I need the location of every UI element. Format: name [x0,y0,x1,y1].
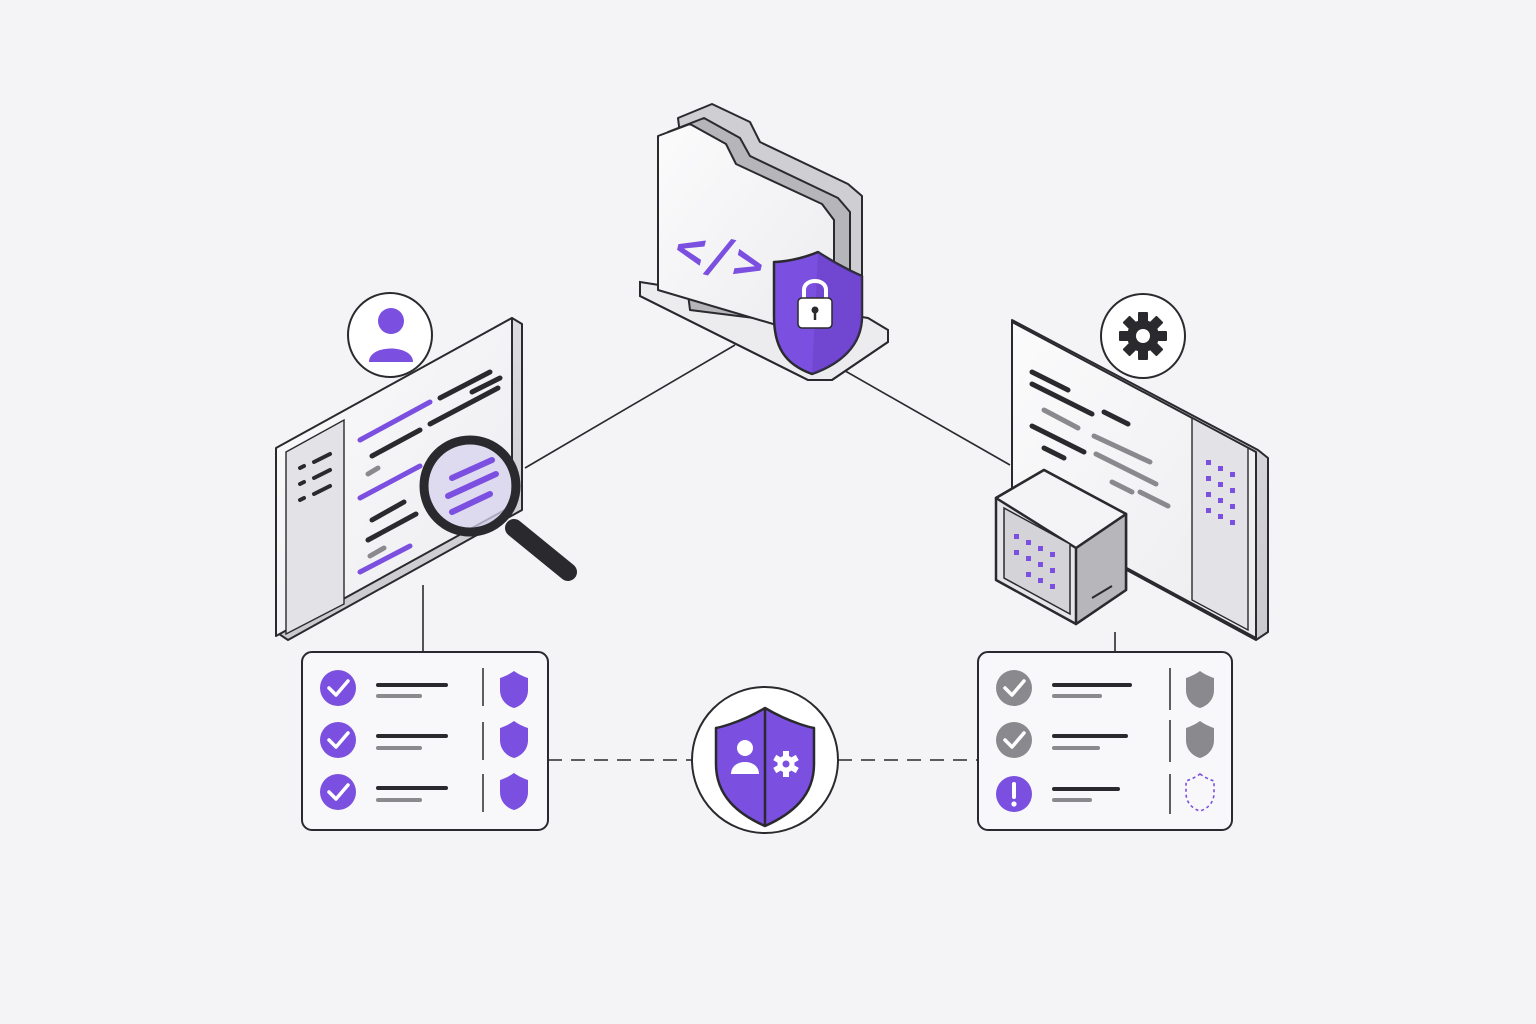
right-checklist-row [996,670,1214,708]
right-checklist-row [996,773,1215,812]
check-icon [320,670,356,706]
server-cube-icon [994,468,1128,626]
connector-top-left [524,344,736,469]
left-checklist-panel [301,651,549,831]
check-icon [320,774,356,810]
right-checklist-panel [977,651,1233,831]
gear-icon [1100,293,1186,379]
shield-filled-icon [500,721,528,758]
left-checklist-row [320,773,528,810]
connector-top-right [839,367,1011,466]
user-icon [347,292,433,378]
config-lines [1029,369,1171,509]
magnifier-icon [419,435,577,581]
user-gear-shield-icon [691,686,839,834]
lock-shield-icon [772,250,864,376]
shield-gray-icon [1186,671,1214,708]
code-review-node [275,292,577,641]
grid-dots-panel [1206,460,1235,525]
shield-dashed-icon [1185,773,1215,812]
shield-filled-icon [500,773,528,810]
left-checklist-row [320,670,528,708]
code-folder-node: </> [639,103,889,381]
config-node [994,293,1269,641]
connectors [422,344,1116,761]
check-icon [320,722,356,758]
shield-filled-icon [500,671,528,708]
check-icon [996,670,1032,706]
check-icon [996,722,1032,758]
code-lines [357,369,503,575]
right-checklist-row [996,721,1214,758]
shield-gray-icon [1186,721,1214,758]
sidebar-dots [298,452,332,502]
left-checklist-row [320,721,528,758]
